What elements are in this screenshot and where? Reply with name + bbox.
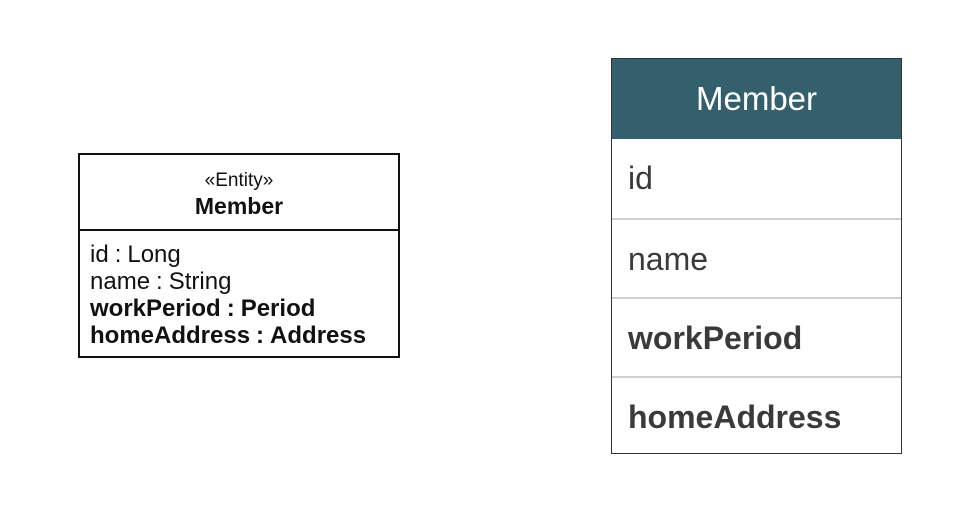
uml-attribute: workPeriod:Period — [90, 295, 398, 322]
table-entity-box: Member id name workPeriod homeAddress — [611, 58, 902, 454]
table-entity-column: workPeriod — [612, 297, 901, 376]
table-entity-column: id — [628, 160, 653, 196]
uml-attribute-list: id:Long name:String workPeriod:Period ho… — [80, 231, 398, 349]
uml-attribute-name: id — [90, 241, 109, 268]
uml-attribute-name: workPeriod — [90, 295, 221, 322]
uml-attribute-type: Address — [270, 322, 367, 349]
uml-stereotype-label: «Entity» — [204, 170, 274, 191]
uml-attribute-type: String — [168, 268, 232, 295]
uml-class-header: «Entity» Member — [80, 155, 398, 231]
uml-class-name: Member — [194, 193, 284, 219]
uml-attribute-separator: : — [256, 322, 265, 349]
table-entity-column: name — [612, 218, 901, 297]
uml-attribute-name: homeAddress — [90, 322, 251, 349]
uml-attribute: name:String — [90, 268, 398, 295]
uml-class-box: «Entity» Member id:Long name:String work… — [78, 153, 400, 358]
uml-attribute-type: Long — [127, 241, 181, 268]
uml-attribute: homeAddress:Address — [90, 322, 398, 349]
uml-attribute-separator: : — [156, 268, 163, 295]
uml-attribute-type: Period — [240, 295, 316, 322]
uml-attribute-separator: : — [114, 241, 122, 268]
table-entity-column: homeAddress — [612, 376, 901, 455]
table-entity-title: Member — [612, 59, 901, 139]
uml-attribute-separator: : — [226, 295, 235, 322]
uml-attribute: id:Long — [90, 241, 398, 268]
uml-attribute-name: name — [90, 268, 151, 295]
